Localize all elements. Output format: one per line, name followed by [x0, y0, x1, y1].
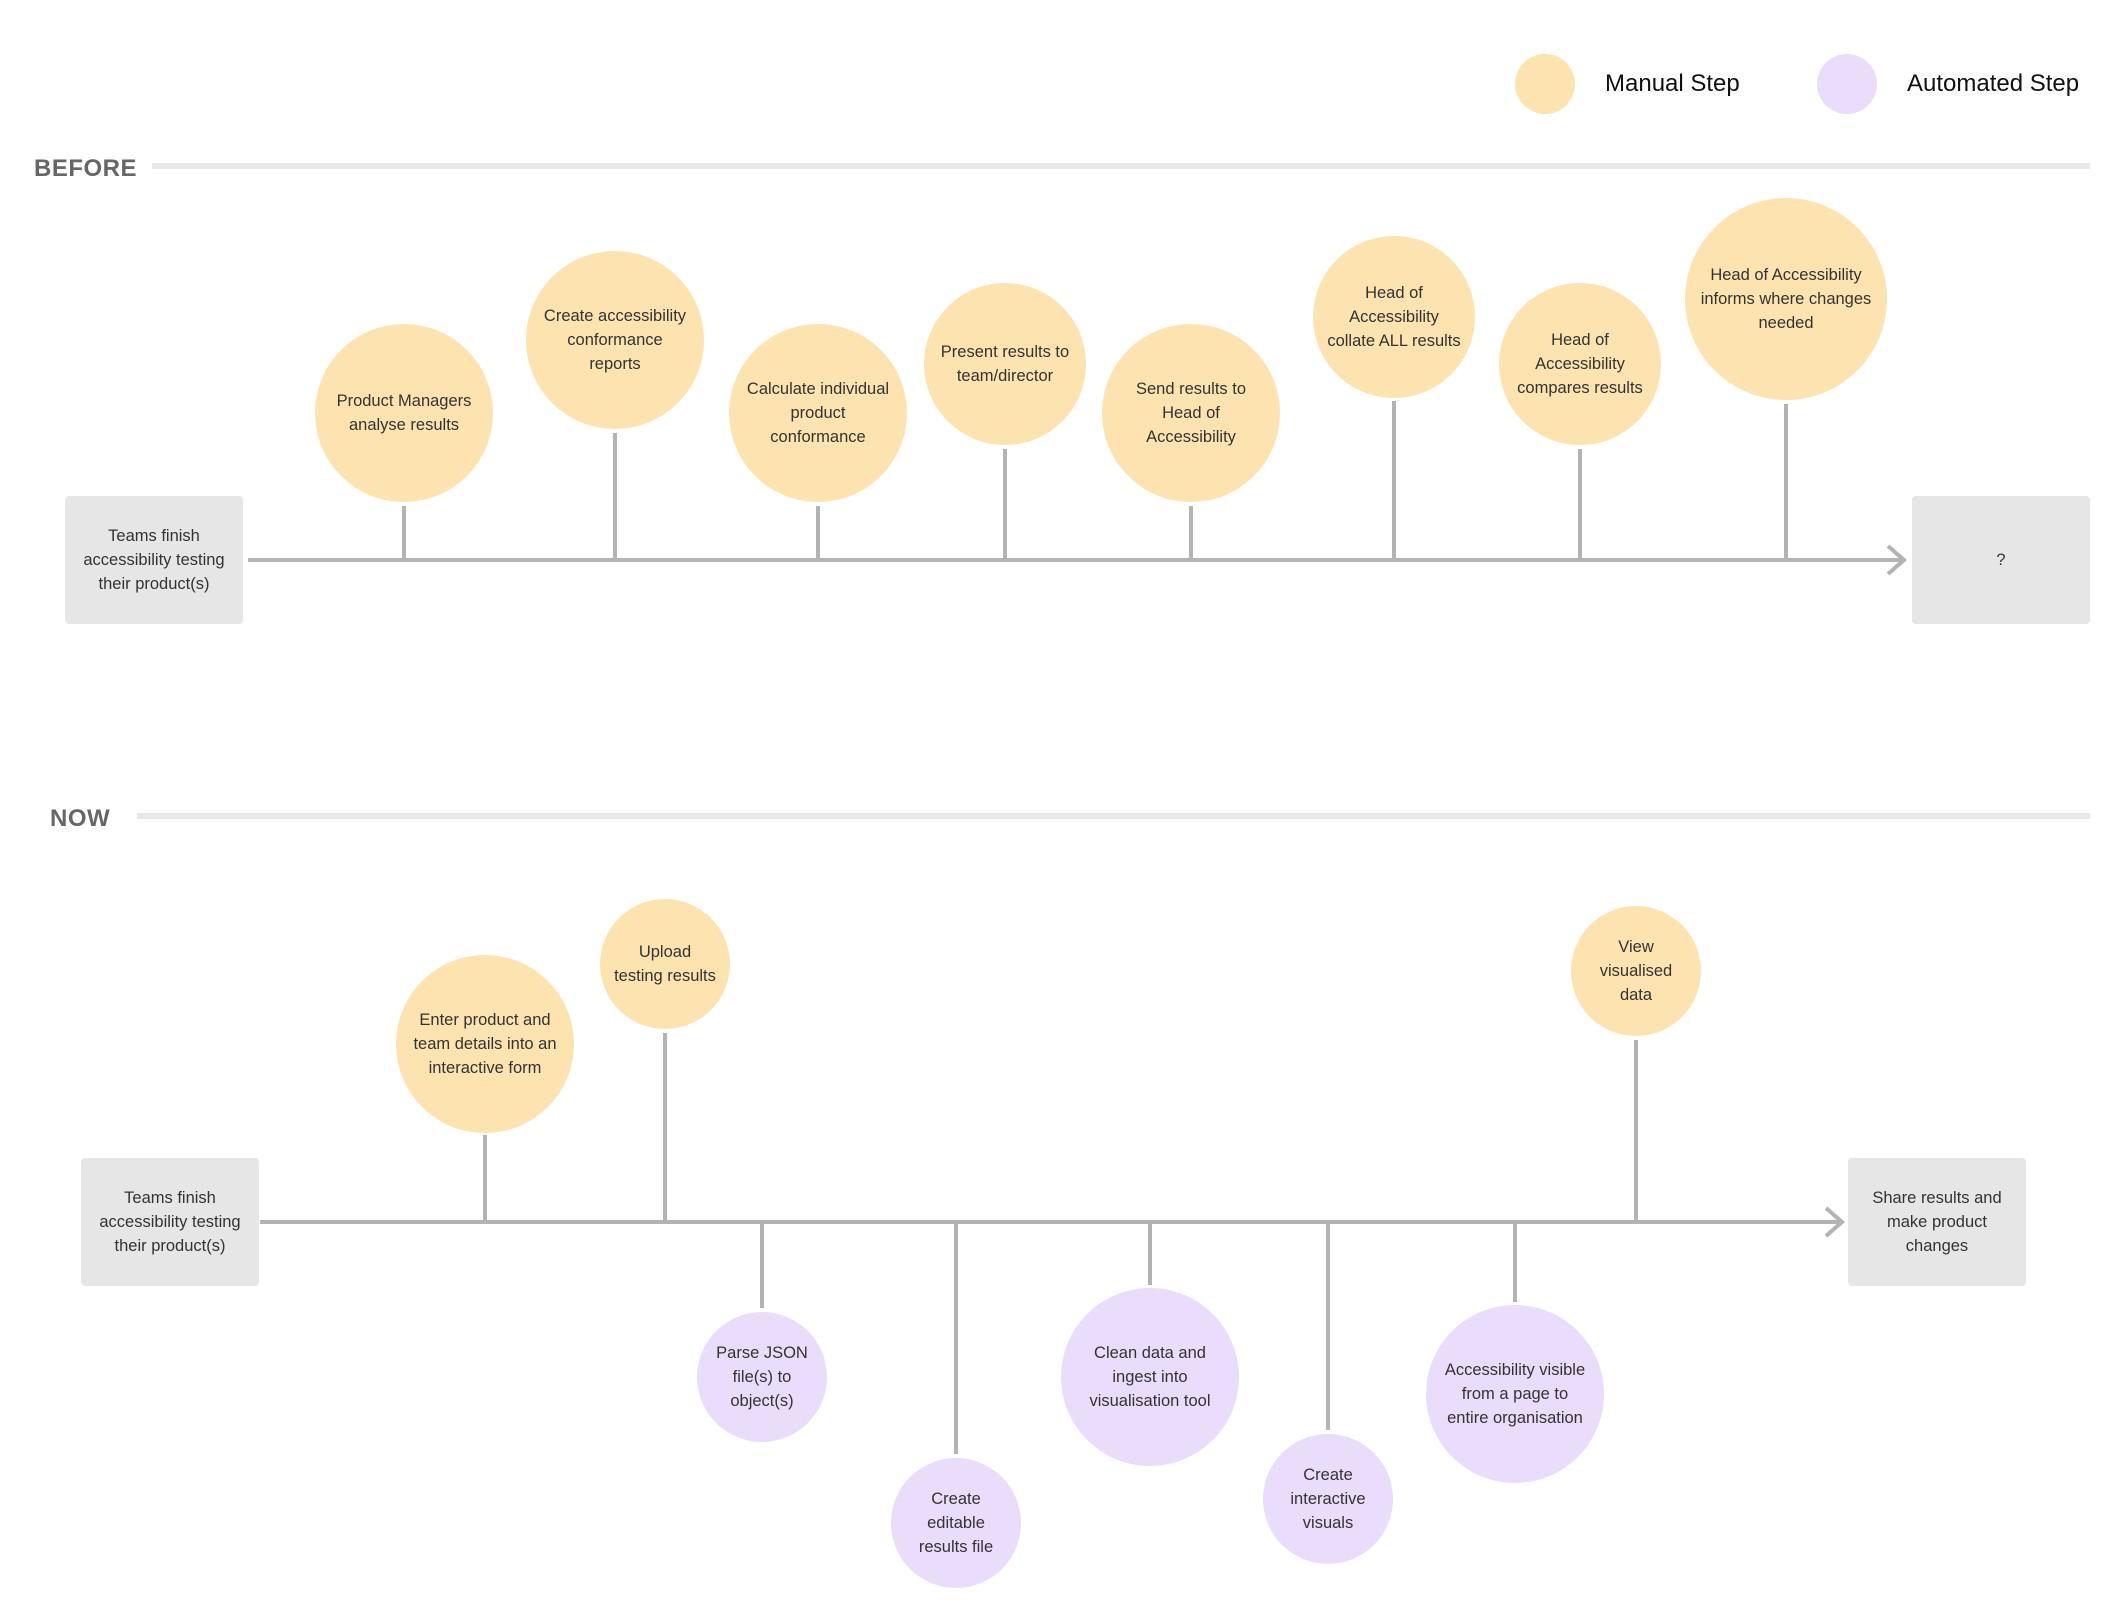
now-timeline — [260, 1033, 1846, 1454]
before-end-text: ? — [1996, 551, 2006, 569]
before-end-box: ? — [1912, 496, 2090, 624]
now-step-2: Upload testing results — [600, 899, 730, 1029]
manual-step-legend-label: Manual Step — [1605, 70, 1740, 97]
before-step-6: Head of Accessibility collate ALL result… — [1313, 236, 1475, 398]
before-start-text: Teams finish accessibility testing their… — [83, 527, 225, 593]
now-end-text: Share results and make product changes — [1872, 1189, 2002, 1255]
manual-step-legend-dot — [1515, 54, 1575, 114]
now-end-box: Share results and make product changes — [1848, 1158, 2026, 1286]
now-step-5: Clean data and ingest into visualisation… — [1061, 1288, 1239, 1466]
before-step-3: Calculate individual product conformance — [729, 324, 907, 502]
before-step-2: Create accessibility conformance reports — [526, 251, 704, 429]
before-step-5: Send results to Head of Accessibility — [1102, 324, 1280, 502]
now-step-6: Create interactive visuals — [1263, 1434, 1393, 1564]
now-step-4: Create editable results file — [891, 1458, 1021, 1588]
before-timeline — [248, 401, 1908, 576]
now-section-title: NOW — [50, 805, 111, 832]
before-step-4: Present results to team/director — [924, 283, 1086, 445]
before-step-7: Head of Accessibility compares results — [1499, 283, 1661, 445]
before-step-8: Head of Accessibility informs where chan… — [1685, 198, 1887, 400]
now-step-3: Parse JSON file(s) to object(s) — [697, 1312, 827, 1442]
automated-step-legend-label: Automated Step — [1907, 70, 2080, 97]
now-start-box: Teams finish accessibility testing their… — [81, 1158, 259, 1286]
before-section-title: BEFORE — [34, 155, 138, 182]
now-start-text: Teams finish accessibility testing their… — [99, 1189, 241, 1255]
before-start-box: Teams finish accessibility testing their… — [65, 496, 243, 624]
now-step-1: Enter product and team details into an i… — [396, 955, 574, 1133]
now-step-7: Accessibility visible from a page to ent… — [1426, 1305, 1604, 1483]
before-step-1: Product Managers analyse results — [315, 324, 493, 502]
now-step-8: View visualised data — [1571, 906, 1701, 1036]
automated-step-legend-dot — [1817, 54, 1877, 114]
